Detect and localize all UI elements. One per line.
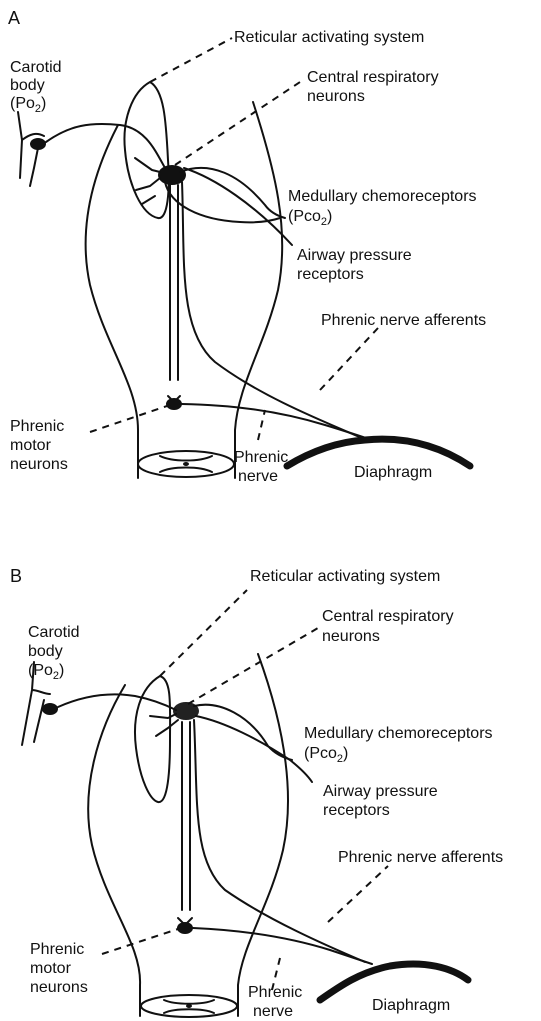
panel-b-phrenic-nerve	[193, 928, 372, 964]
panel-a-medullary-label-1: Medullary chemoreceptors	[288, 188, 477, 205]
panel-a-carotid-afferent	[46, 124, 165, 168]
panel-b-descending-tract	[182, 722, 190, 910]
panel-a-nerve-label-1: Phrenic	[234, 449, 288, 466]
panel-b-reticular-label: Reticular activating system	[250, 568, 440, 585]
panel-b-reticular-oval	[135, 676, 170, 802]
panel-a-afferents-label: Phrenic nerve afferents	[321, 312, 486, 329]
panel-a-airway-label-1: Airway pressure	[297, 247, 412, 264]
panel-a-carotid-body-node	[30, 138, 46, 150]
panel-b-afferents-label: Phrenic nerve afferents	[338, 849, 503, 866]
panel-a-motor-leader	[90, 405, 170, 432]
panel-b-nerve-label-1: Phrenic	[248, 984, 302, 1001]
panel-a-diaphragm-label: Diaphragm	[354, 464, 432, 481]
panel-a-nerve-leader	[258, 410, 265, 440]
panel-b-medullary-label-1: Medullary chemoreceptors	[304, 725, 493, 742]
panel-a: A	[8, 8, 486, 485]
panel-b-carotid-afferent	[58, 694, 176, 710]
panel-b-reticular-inputs	[150, 714, 178, 736]
panel-b-phrenic-motor-node	[177, 922, 193, 934]
panel-a-motor-label-2: motor	[10, 437, 52, 454]
panel-b-reticular-leader	[160, 590, 247, 676]
panel-b-motor-label-1: Phrenic	[30, 941, 84, 958]
panel-b-carotid-label-2: body	[28, 643, 63, 660]
panel-b: B	[10, 566, 503, 1020]
panel-a-nerve-label-2: nerve	[238, 468, 278, 485]
panel-a-reticular-label: Reticular activating system	[234, 29, 424, 46]
panel-b-afferent-leader	[328, 866, 388, 922]
panel-a-central-label-2: neurons	[307, 88, 365, 105]
panel-b-brainstem-left-outline	[88, 685, 140, 1016]
panel-a-descending-tract	[170, 185, 178, 380]
panel-b-airway-label-1: Airway pressure	[323, 783, 438, 800]
panel-a-carotid-label-3: (Po2)	[10, 95, 46, 115]
panel-a-central-leader	[175, 82, 300, 165]
panel-a-carotid-label-1: Carotid	[10, 59, 62, 76]
panel-b-motor-label-2: motor	[30, 960, 72, 977]
panel-a-medullary-label-2: (Pco2)	[288, 208, 332, 228]
panel-b-nerve-label-2: nerve	[253, 1003, 293, 1020]
panel-b-central-neurons-node	[173, 702, 199, 720]
panel-b-motor-leader	[102, 929, 178, 954]
panel-a-letter: A	[8, 8, 20, 28]
panel-a-afferent-leader	[320, 328, 378, 390]
panel-a-reticular-oval	[124, 82, 168, 218]
panel-b-diaphragm-muscle	[320, 964, 468, 1000]
panel-a-reticular-leader	[150, 38, 232, 82]
panel-b-central-label-2: neurons	[322, 628, 380, 645]
panel-a-motor-label-3: neurons	[10, 456, 68, 473]
panel-a-central-canal	[183, 462, 189, 466]
panel-b-brainstem-right-outline	[238, 654, 288, 1016]
panel-a-phrenic-nerve	[182, 404, 372, 440]
panel-a-reticular-inputs	[135, 158, 160, 204]
panel-a-airway-label-2: receptors	[297, 266, 364, 283]
panel-b-carotid-label-1: Carotid	[28, 624, 80, 641]
panel-a-carotid-label-2: body	[10, 77, 45, 94]
panel-b-letter: B	[10, 566, 22, 586]
panel-b-carotid-body-node	[42, 703, 58, 715]
panel-b-motor-label-3: neurons	[30, 979, 88, 996]
panel-b-central-leader	[188, 628, 318, 704]
panel-a-phrenic-motor-node	[166, 398, 182, 410]
panel-a-motor-label-1: Phrenic	[10, 418, 64, 435]
panel-b-central-canal	[186, 1004, 192, 1008]
panel-a-diaphragm-muscle	[287, 439, 470, 466]
panel-b-airway-label-2: receptors	[323, 802, 390, 819]
panel-a-brainstem-right-outline	[235, 102, 282, 478]
panel-b-medullary-label-2: (Pco2)	[304, 745, 348, 765]
panel-b-diaphragm-label: Diaphragm	[372, 997, 450, 1014]
panel-a-central-label-1: Central respiratory	[307, 69, 439, 86]
panel-b-central-label-1: Central respiratory	[322, 608, 454, 625]
panel-b-airway-path	[196, 716, 312, 782]
